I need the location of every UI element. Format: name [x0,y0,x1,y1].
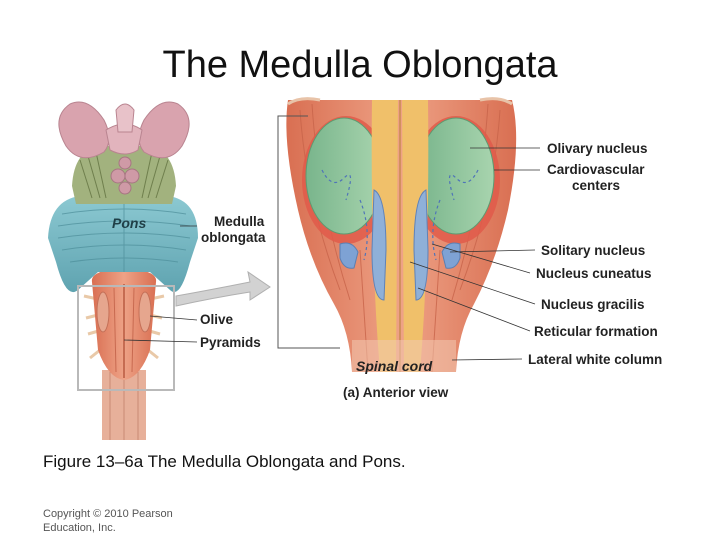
zoom-arrow [175,270,271,307]
medulla-bracket [277,115,340,349]
solitary-nucleus-left [339,242,359,269]
olivary-nucleus-right [417,117,495,235]
pons-label: Pons [112,215,147,231]
slide-title: The Medulla Oblongata [162,44,558,86]
cardiovascular-label-line1: Cardiovascular [547,162,645,177]
optic-lobe-right [138,101,190,159]
left-leader-lines [123,225,198,343]
medulla-label-line1: Medulla [214,214,265,229]
optic-lobe-left [58,101,110,159]
reticular-formation-label: Reticular formation [534,324,658,339]
olive-label: Olive [200,312,234,327]
nucleus-cuneatus-label: Nucleus cuneatus [536,266,652,281]
pons-shape [48,196,198,293]
medulla-detail-illustration [277,97,517,373]
solitary-nucleus-right [441,242,461,269]
right-leader-lines [409,147,540,361]
pyramids-label: Pyramids [200,335,261,350]
lateral-white-column-label: Lateral white column [528,352,663,367]
nucleus-gracilis-right [413,189,429,301]
brainstem-illustration [48,101,198,440]
medulla-label-line2: oblongata [201,230,266,245]
olivary-nucleus-left [305,117,383,235]
medulla-highlight-box [77,285,175,391]
nucleus-gracilis-label: Nucleus gracilis [541,297,645,312]
figure-caption: Figure 13–6a The Medulla Oblongata and P… [43,452,406,471]
nucleus-gracilis-left [371,189,387,301]
solitary-nucleus-label: Solitary nucleus [541,243,646,258]
anterior-view-caption: (a) Anterior view [343,385,449,400]
spinal-cord-label: Spinal cord [356,358,433,374]
olive-shape-right [138,291,152,333]
cardiovascular-label-line2: centers [572,178,621,193]
olivary-nucleus-label: Olivary nucleus [547,141,648,156]
copyright-notice: Copyright © 2010 Pearson Education, Inc. [43,508,173,534]
olive-shape-left [96,291,110,333]
